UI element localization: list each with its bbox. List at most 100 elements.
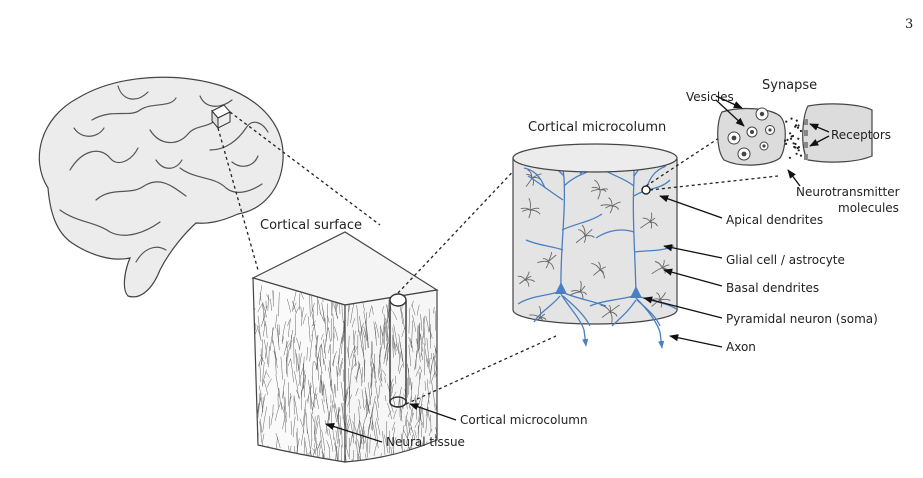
tissue-fiber: [346, 347, 351, 367]
neurotransmitter-dot: [795, 119, 798, 122]
tissue-fiber: [326, 315, 330, 323]
tissue-fiber: [421, 422, 423, 438]
tissue-fiber: [434, 433, 437, 444]
neurotransmitter-dot: [794, 125, 797, 128]
tissue-fiber: [272, 340, 278, 368]
arrow-neurotransmitter: [787, 169, 801, 187]
tissue-fiber: [411, 300, 414, 308]
glial-cell: [517, 271, 536, 287]
tissue-fiber: [354, 354, 357, 367]
neurotransmitter-dot: [797, 146, 801, 149]
tissue-fiber: [429, 327, 432, 339]
tissue-fiber: [420, 448, 423, 458]
tissue-fiber: [315, 345, 321, 371]
tissue-fiber: [345, 389, 348, 406]
tissue-fiber: [298, 367, 304, 386]
tissue-fiber: [430, 414, 432, 432]
tissue-fiber: [352, 329, 355, 350]
tissue-fiber: [370, 352, 376, 379]
tissue-fiber: [401, 327, 406, 338]
tissue-fiber: [355, 420, 360, 445]
tissue-fiber: [352, 449, 355, 462]
tissue-fiber: [363, 412, 368, 425]
tissue-fiber: [373, 440, 378, 457]
tissue-fiber: [419, 448, 424, 462]
tissue-fiber: [348, 335, 350, 358]
tissue-fiber: [340, 381, 344, 401]
tissue-fiber: [328, 405, 332, 424]
glial-cell: [525, 169, 542, 187]
glial-cell: [575, 224, 595, 244]
tissue-fiber: [422, 316, 425, 339]
tissue-fiber: [253, 447, 256, 461]
tissue-fiber: [332, 351, 337, 366]
tissue-fiber: [262, 320, 267, 337]
tissue-fiber: [398, 334, 403, 362]
label-axon: Axon: [726, 340, 756, 354]
tissue-fiber: [287, 457, 292, 462]
tissue-fiber: [296, 353, 299, 372]
label-neural-tissue: Neural tissue: [386, 435, 465, 449]
neurotransmitter-dot: [783, 139, 787, 142]
tissue-fiber: [264, 339, 269, 365]
tissue-fiber: [361, 436, 366, 444]
tissue-fiber: [293, 302, 297, 310]
tissue-fiber: [357, 360, 363, 383]
tissue-fiber: [392, 437, 397, 449]
tissue-fiber: [323, 359, 327, 371]
tissue-fiber: [381, 306, 384, 314]
tissue-fiber: [334, 437, 339, 462]
tissue-fiber: [302, 363, 305, 389]
arrow-axon: [669, 334, 723, 348]
tissue-fiber: [375, 401, 379, 421]
tissue-fiber: [354, 376, 358, 383]
arrow-receptors-1: [809, 123, 830, 133]
neurotransmitter-dot: [789, 132, 792, 135]
tissue-fiber: [275, 374, 280, 397]
tissue-fiber: [408, 344, 411, 367]
tissue-fiber: [306, 347, 309, 361]
tissue-fiber: [374, 421, 379, 449]
tissue-fiber: [364, 359, 366, 377]
tissue-fiber: [265, 324, 268, 339]
page-number: 3: [905, 17, 913, 32]
zoom-line-left: [217, 127, 259, 271]
tissue-fiber: [355, 388, 359, 396]
vesicles-group: [727, 107, 775, 161]
tissue-fiber: [397, 456, 403, 462]
glial-cell: [568, 280, 587, 300]
tissue-fiber: [364, 320, 369, 348]
tissue-fiber: [286, 298, 291, 313]
tissue-fiber: [342, 312, 344, 330]
tissue-fiber: [261, 339, 263, 359]
tissue-fiber: [344, 359, 345, 381]
tissue-fiber: [363, 326, 367, 341]
tissue-fiber: [390, 383, 394, 397]
tissue-fiber: [426, 379, 430, 405]
tissue-fiber: [350, 345, 356, 359]
tissue-fiber: [345, 414, 348, 443]
tissue-fiber: [357, 439, 362, 462]
pyramidal-neurons: [517, 159, 679, 349]
tissue-fiber: [417, 408, 423, 434]
brain-illustration: [38, 76, 284, 298]
tissue-fiber: [305, 412, 308, 434]
neurotransmitter-dot: [793, 145, 796, 149]
tissue-fiber: [311, 312, 317, 340]
tissue-fiber: [262, 302, 267, 318]
tissue-fiber: [307, 379, 312, 401]
tissue-fiber: [336, 408, 341, 419]
tissue-fiber: [299, 341, 301, 351]
tissue-fiber: [364, 387, 370, 413]
tissue-fiber: [306, 458, 310, 462]
tissue-fiber: [336, 365, 339, 392]
tissue-fiber: [333, 404, 337, 423]
tissue-fiber: [253, 414, 256, 430]
tissue-fiber: [411, 434, 414, 449]
tissue-fiber: [265, 371, 270, 378]
tissue-fiber: [368, 382, 371, 405]
tissue-fiber: [259, 354, 264, 362]
tissue-fiber: [292, 416, 296, 438]
leader-arrows: [325, 95, 830, 443]
cylinder-top-face: [512, 143, 678, 173]
